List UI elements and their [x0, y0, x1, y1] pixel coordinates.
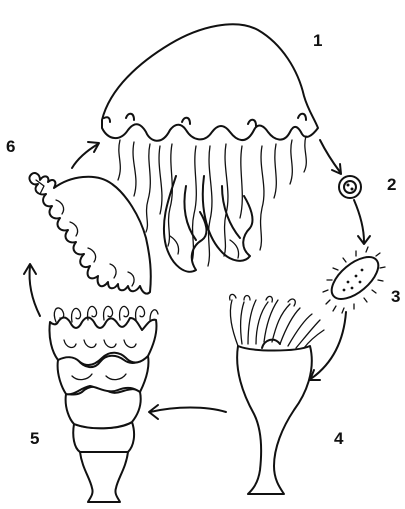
planula-body	[325, 249, 386, 306]
label-stage-1: 1	[313, 31, 322, 50]
label-stage-3: 3	[391, 287, 400, 306]
egg-outer	[339, 176, 361, 198]
planula-stage	[323, 247, 385, 313]
polyp-body	[237, 346, 312, 494]
egg-stage	[339, 176, 361, 198]
medusa-oral-arms	[164, 176, 253, 272]
label-stage-5: 5	[30, 429, 39, 448]
strobila-disc-2	[66, 387, 141, 429]
label-stage-6: 6	[6, 137, 15, 156]
ephyra-stage	[29, 173, 150, 294]
arrow-3-to-4	[312, 312, 346, 378]
label-stage-4: 4	[334, 429, 344, 448]
arrow-6-to-1	[72, 144, 98, 168]
strobila-stage	[49, 306, 158, 502]
arrow-4-to-5	[150, 408, 226, 413]
strobila-stalk	[80, 452, 128, 502]
strobila-disc-4	[49, 318, 156, 365]
label-stage-2: 2	[387, 175, 396, 194]
polyp-stage	[230, 294, 324, 494]
medusa-bell	[102, 24, 318, 140]
arrow-1-to-2	[320, 140, 340, 172]
